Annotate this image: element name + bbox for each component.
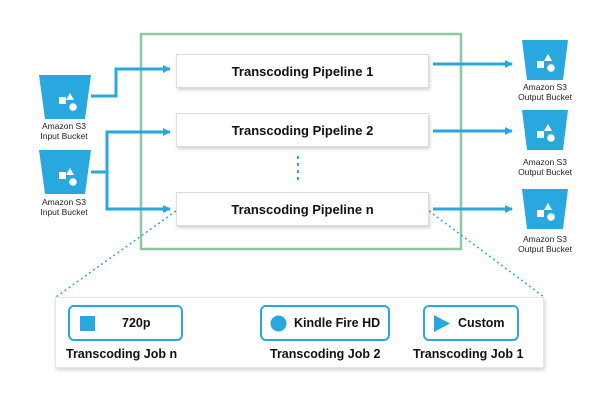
input-bucket-label-1: Amazon S3 Input Bucket: [24, 121, 104, 141]
pipeline-label: Transcoding Pipeline 1: [231, 63, 374, 79]
s3-bucket-icon: [39, 150, 91, 194]
zoom-line-left: [55, 210, 177, 298]
s3-bucket-icon: [522, 40, 568, 80]
input-arrow-2: [91, 128, 171, 174]
bucket-label-line1: Amazon S3: [523, 82, 567, 92]
pipeline-box-2: Transcoding Pipeline 2: [176, 113, 429, 147]
bucket-label-line1: Amazon S3: [523, 234, 567, 244]
bucket-label-line2: Input Bucket: [40, 207, 88, 217]
input-arrow-1: [91, 65, 171, 98]
zoom-line-right: [428, 210, 545, 298]
s3-bucket-icon: [39, 75, 91, 119]
pipeline-box-1: Transcoding Pipeline 1: [176, 54, 429, 88]
bucket-label-line2: Input Bucket: [40, 131, 88, 141]
output-bucket-label-3: Amazon S3 Output Bucket: [505, 234, 585, 254]
job-label: 720p: [122, 316, 151, 330]
bucket-label-line1: Amazon S3: [42, 121, 86, 131]
bucket-label-line1: Amazon S3: [523, 157, 567, 167]
output-bucket-label-2: Amazon S3 Output Bucket: [505, 157, 585, 177]
pipeline-label: Transcoding Pipeline 2: [231, 122, 374, 138]
s3-bucket-icon: [522, 110, 568, 150]
job-label: Custom: [458, 316, 505, 330]
job-label: Kindle Fire HD: [294, 316, 381, 330]
bucket-label-line2: Output Bucket: [518, 244, 572, 254]
play-icon: [434, 315, 450, 332]
job-title-n: Transcoding Job n: [66, 347, 178, 361]
bucket-label-line1: Amazon S3: [42, 197, 86, 207]
bucket-label-line2: Output Bucket: [518, 167, 572, 177]
job-box-kindle: Kindle Fire HD: [260, 305, 390, 341]
pipeline-label: Transcoding Pipeline n: [231, 201, 374, 217]
job-title-2: Transcoding Job 2: [270, 347, 381, 361]
s3-bucket-icon: [522, 189, 568, 229]
job-box-custom: Custom: [423, 305, 519, 341]
input-bucket-label-2: Amazon S3 Input Bucket: [24, 197, 104, 217]
pipelines-frame: [139, 32, 463, 251]
square-icon: [80, 316, 95, 331]
bucket-label-line2: Output Bucket: [518, 92, 572, 102]
input-arrow-3: [105, 172, 171, 213]
pipeline-box-n: Transcoding Pipeline n: [176, 192, 429, 226]
output-bucket-label-1: Amazon S3 Output Bucket: [505, 82, 585, 102]
circle-icon: [270, 315, 287, 332]
job-box-720p: 720p: [68, 305, 183, 341]
job-title-1: Transcoding Job 1: [413, 347, 524, 361]
